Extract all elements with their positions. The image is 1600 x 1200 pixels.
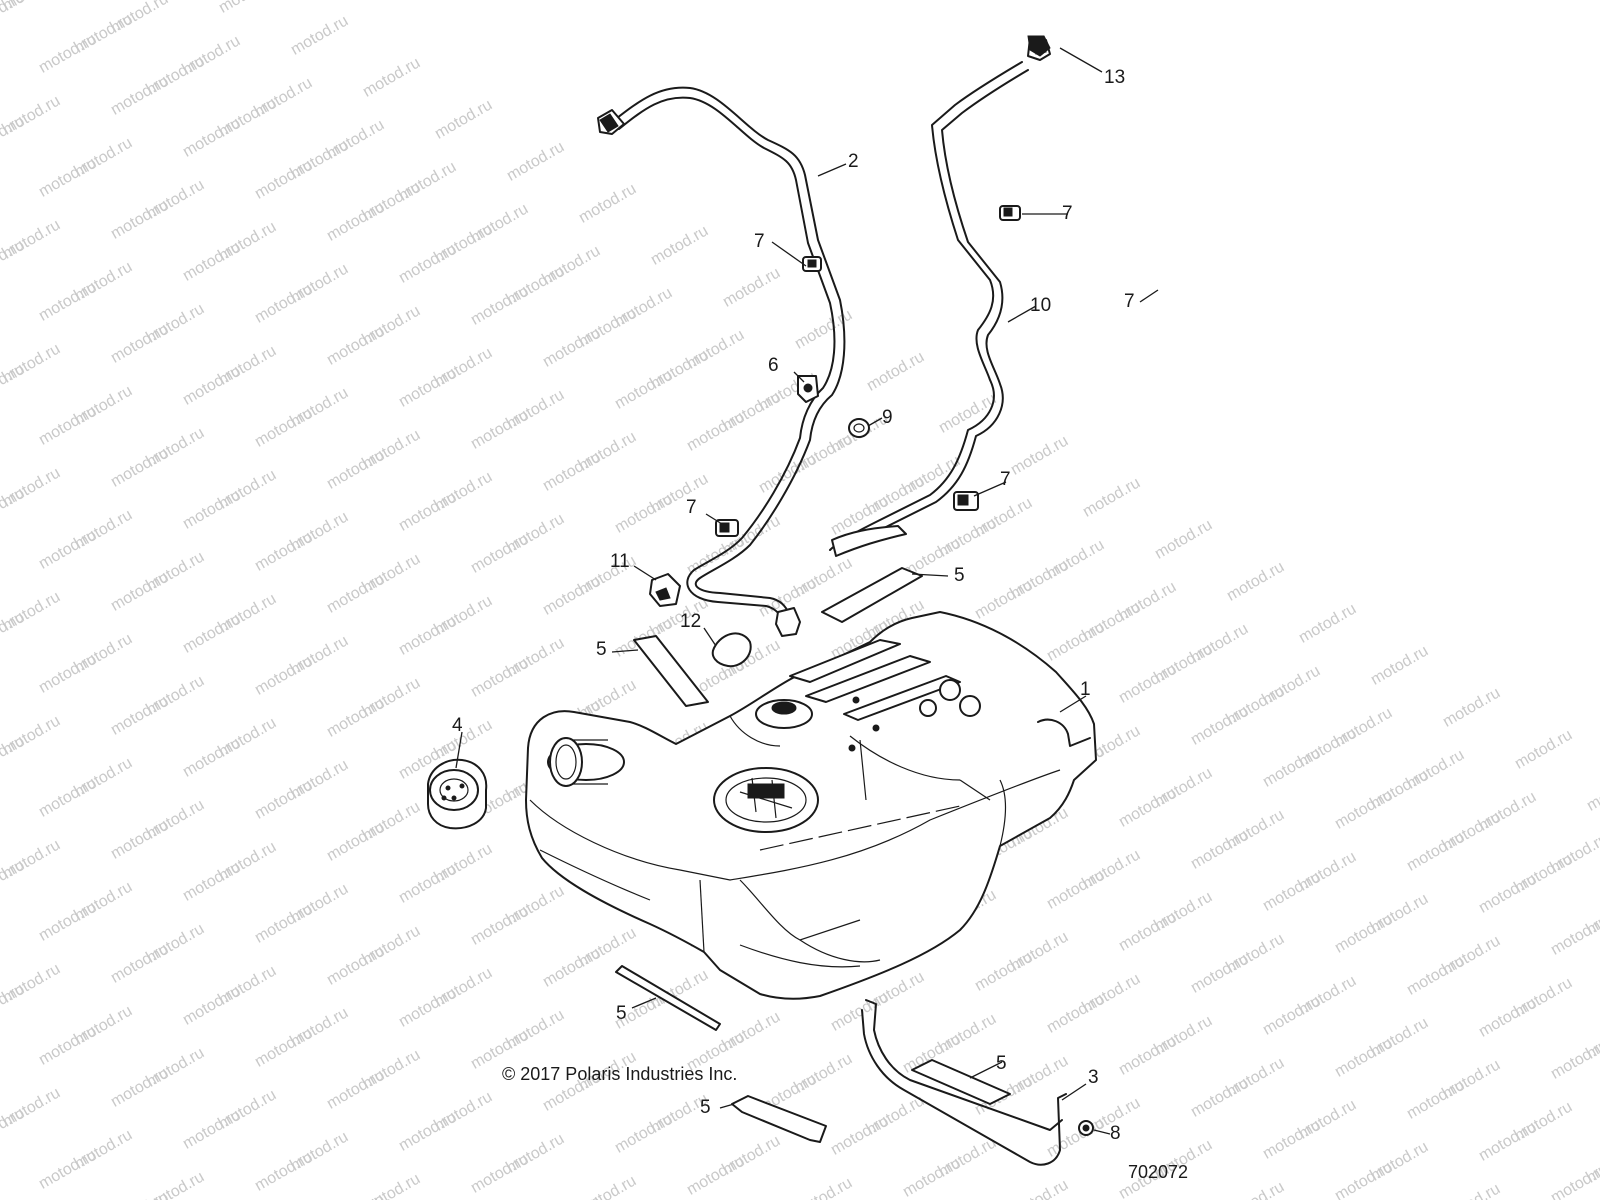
screw-8 (1078, 1120, 1094, 1136)
callout-8: 8 (1110, 1123, 1121, 1144)
callout-6: 6 (768, 355, 779, 376)
clip-7-d (953, 491, 979, 511)
fuel-tank-1 (525, 611, 1097, 1000)
fuel-line-2 (597, 86, 846, 637)
callout-7-c: 7 (1124, 291, 1135, 312)
callout-1: 1 (1080, 679, 1091, 700)
callout-5-e: 5 (700, 1097, 711, 1118)
callout-7-e: 7 (686, 497, 697, 518)
connector-13 (1027, 35, 1051, 57)
strap-3 (861, 999, 1067, 1166)
callout-4: 4 (452, 715, 463, 736)
copyright-notice: © 2017 Polaris Industries Inc. (502, 1064, 738, 1084)
bracket-11 (649, 573, 681, 607)
leader-lines (455, 47, 1159, 1135)
pad-5-bottom (731, 1095, 827, 1143)
pad-5-bracket (911, 1059, 1011, 1105)
callout-11: 11 (610, 551, 630, 572)
callout-2: 2 (848, 151, 859, 172)
callout-13: 13 (1104, 67, 1126, 88)
pad-5-top (821, 567, 923, 623)
callout-7-a: 7 (754, 231, 765, 252)
callout-12: 12 (680, 611, 702, 632)
clip-6 (797, 375, 819, 403)
fuel-cap-4 (427, 758, 488, 830)
pad-5-left (633, 635, 709, 707)
callout-3: 3 (1088, 1067, 1099, 1088)
callout-7-b: 7 (1062, 203, 1073, 224)
gasket-12 (711, 632, 752, 668)
callout-5-c: 5 (616, 1003, 627, 1024)
callout-10: 10 (1030, 295, 1052, 316)
callout-5-b: 5 (596, 639, 607, 660)
drawing-number: 702072 (1128, 1162, 1189, 1182)
fuel-line-10 (829, 37, 1051, 557)
callout-5-d: 5 (996, 1053, 1007, 1074)
clip-7-b (999, 205, 1021, 221)
clip-7-a (802, 256, 822, 272)
callout-5-a: 5 (954, 565, 965, 586)
pad-5-strip (615, 965, 721, 1031)
clamp-9 (848, 418, 870, 438)
callout-9: 9 (882, 407, 893, 428)
callout-7-d: 7 (1000, 469, 1011, 490)
